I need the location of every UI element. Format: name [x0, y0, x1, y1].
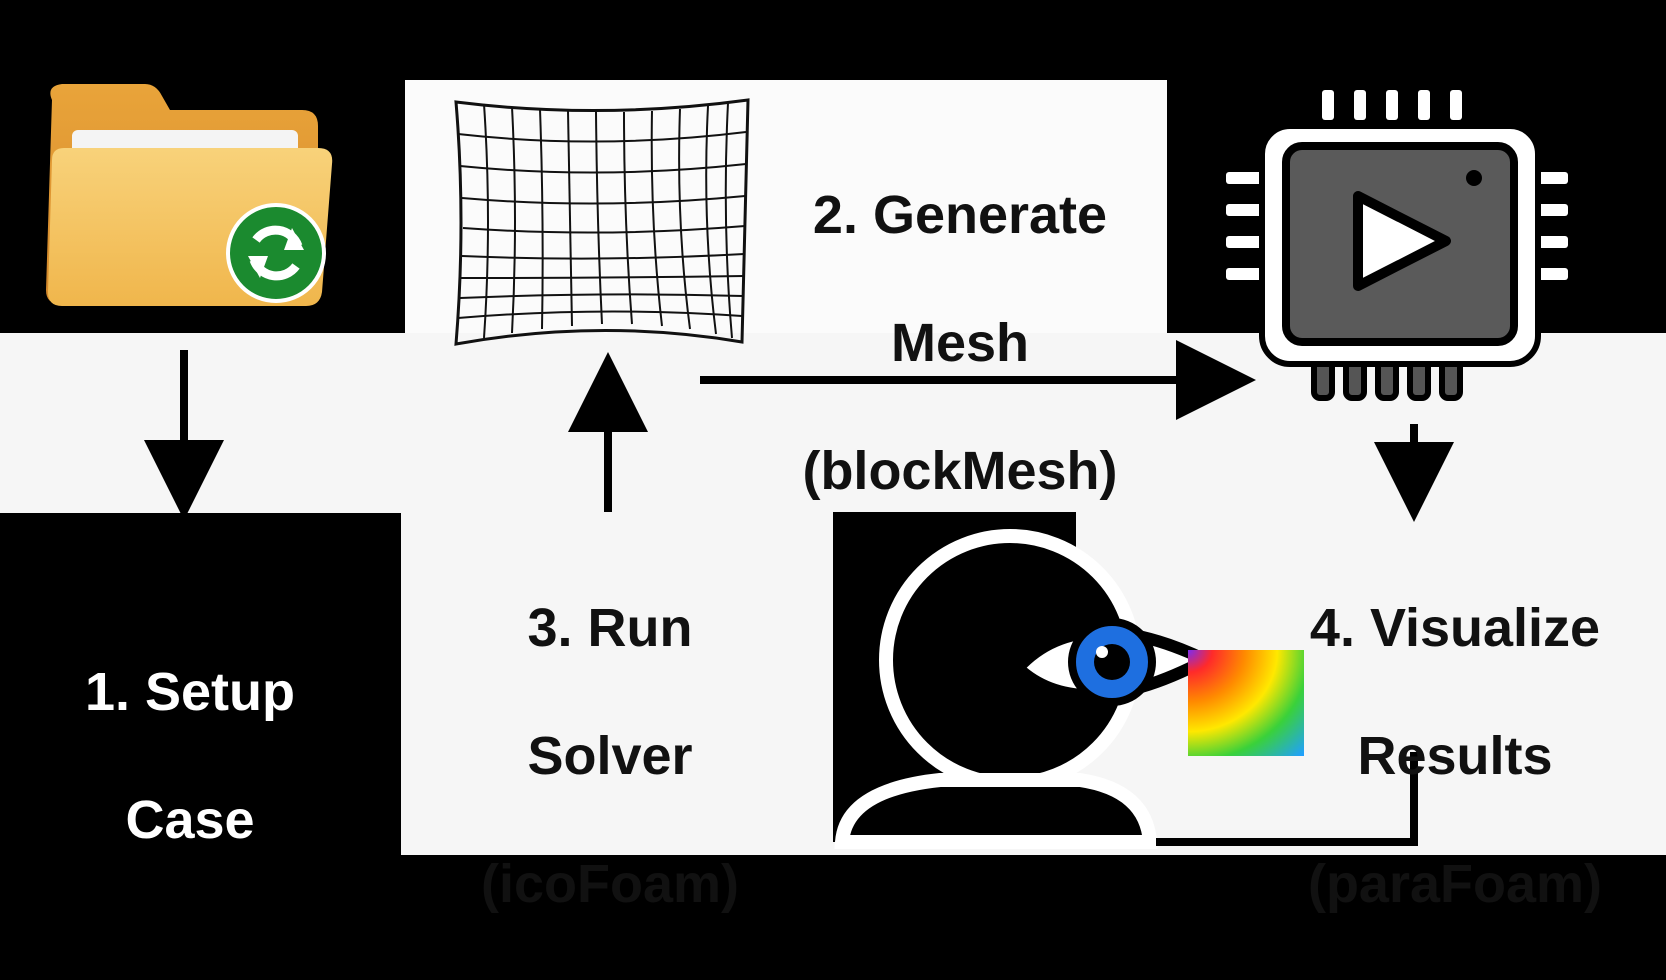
processor-play-icon: [1226, 90, 1568, 401]
step-3-line1: 3. Run: [527, 598, 693, 658]
step-2-label: 2. Generate Mesh (blockMesh): [770, 119, 1150, 567]
step-1-line2: Case: [125, 790, 255, 850]
mesh-grid-icon: [454, 98, 750, 346]
step-4-line2: Results: [1357, 726, 1553, 786]
step-3-label: 3. Run Solver (icoFoam): [440, 532, 780, 980]
viewer-eye-icon: [834, 529, 1304, 849]
step-4-label: 4. Visualize Results (paraFoam): [1270, 532, 1640, 980]
step-4-line1: 4. Visualize: [1309, 598, 1601, 658]
step-4-line3: (paraFoam): [1307, 854, 1603, 914]
step-3-line3: (icoFoam): [480, 854, 739, 914]
connector-results-to-viewer: [1156, 752, 1418, 846]
mesh-panel: [405, 80, 1167, 333]
step-1-line1: 1. Setup: [84, 662, 296, 722]
heatmap-thumbnail: [1188, 650, 1304, 756]
sync-badge-icon: [226, 203, 326, 303]
arrows: [144, 340, 1454, 846]
step-3-line2: Solver: [527, 726, 693, 786]
step-2-line3: (blockMesh): [802, 441, 1118, 501]
step-1-label: 1. Setup Case: [40, 596, 340, 916]
step-2-line2: Mesh: [890, 313, 1030, 373]
step-2-line1: 2. Generate: [812, 185, 1108, 245]
folder-icon: [46, 84, 333, 306]
flow-diagram: [46, 84, 1568, 849]
